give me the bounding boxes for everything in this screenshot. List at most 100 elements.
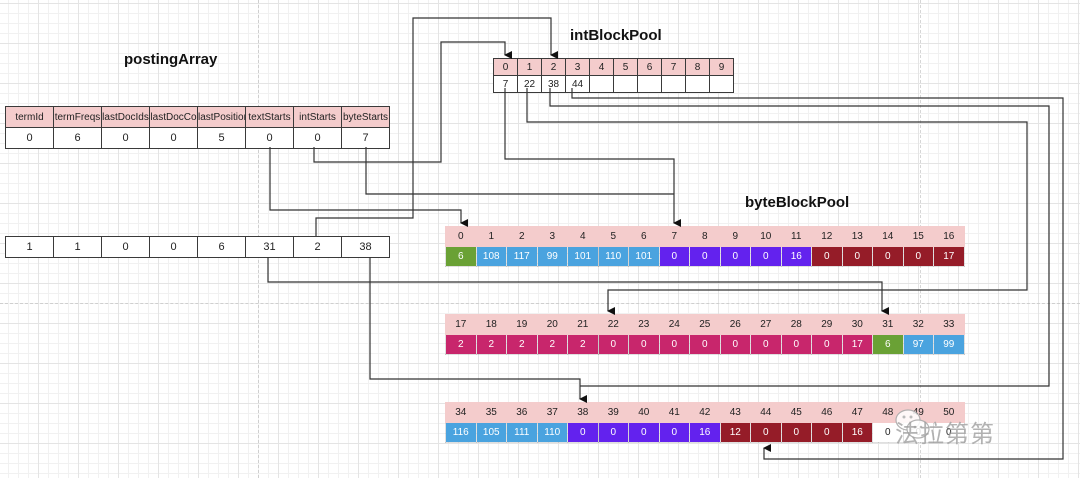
byte-value-cell: 0: [658, 246, 690, 267]
arrow-term1-intstarts-to-int2: [315, 17, 558, 236]
arrow-int3-to-byte44: [571, 88, 1064, 460]
byte-value-cell: 0: [811, 334, 843, 355]
cell-int-starts: 0: [293, 127, 342, 149]
byte-index-cell: 21: [567, 314, 599, 335]
int-block-pool-table: 0 1 2 3 4 5 6 7 8 9 7 22 38 44: [493, 58, 734, 93]
byte-value-cell: 0: [841, 246, 873, 267]
byte-value-cell: 17: [933, 246, 965, 267]
byte-value-cell: 108: [475, 246, 507, 267]
byte-value-cell: 16: [841, 422, 873, 443]
byte-value-cell: 0: [750, 422, 782, 443]
cell-text-starts: 0: [245, 127, 294, 149]
int-value-cell: 7: [493, 75, 518, 93]
page-break-horizontal: [0, 303, 1080, 304]
cell-term-id: 1: [5, 236, 54, 258]
byte-index-cell: 18: [475, 314, 507, 335]
byte-value-cell: 101: [567, 246, 599, 267]
int-block-pool-value-row: 7 22 38 44: [493, 75, 734, 93]
int-value-cell: [637, 75, 662, 93]
int-index-cell: 1: [517, 58, 542, 76]
cell-term-id: 0: [5, 127, 54, 149]
byte-value-cell: 110: [536, 422, 568, 443]
byte-value-cell: 0: [689, 334, 721, 355]
cell-last-doc-ids: 0: [101, 127, 150, 149]
header-cell-last-positions: lastPositior: [197, 106, 246, 128]
int-value-cell: [685, 75, 710, 93]
byte-value-cell: 0: [811, 422, 843, 443]
byte-index-cell: 39: [597, 402, 629, 423]
arrow-term1-textstarts-to-byte31: [267, 257, 889, 315]
int-index-cell: 0: [493, 58, 518, 76]
header-cell-last-doc-codes: lastDocCo: [149, 106, 198, 128]
arrow-term0-textstarts-to-byte0: [269, 147, 468, 227]
byte-value-cell: 2: [567, 334, 599, 355]
cell-text-starts: 31: [245, 236, 294, 258]
int-block-pool-index-row: 0 1 2 3 4 5 6 7 8 9: [493, 58, 734, 76]
byte-value-cell: 99: [536, 246, 568, 267]
byte-index-cell: 22: [597, 314, 629, 335]
byte-index-cell: 17: [445, 314, 477, 335]
byte-value-cell: 101: [628, 246, 660, 267]
byte-index-cell: 32: [902, 314, 934, 335]
byte-value-cell: 110: [597, 246, 629, 267]
int-index-cell: 7: [661, 58, 686, 76]
byte-value-cell: 99: [933, 334, 965, 355]
arrow-int1-to-byte22: [526, 88, 1028, 315]
byte-value-cell: 0: [872, 422, 904, 443]
cell-last-positions: 6: [197, 236, 246, 258]
cell-term-freqs: 1: [53, 236, 102, 258]
byte-value-cell: 6: [445, 246, 477, 267]
int-index-cell: 5: [613, 58, 638, 76]
cell-last-doc-codes: 0: [149, 127, 198, 149]
byte-index-cell: 5: [597, 226, 629, 247]
byte-index-cell: 0: [445, 226, 477, 247]
byte-index-cell: 40: [628, 402, 660, 423]
int-value-cell: [709, 75, 734, 93]
byte-value-cell: 12: [719, 422, 751, 443]
posting-array-term-1-table: 1 1 0 0 6 31 2 38: [5, 236, 390, 258]
byte-index-cell: 33: [933, 314, 965, 335]
byte-index-cell: 45: [780, 402, 812, 423]
posting-array-row-term-1: 1 1 0 0 6 31 2 38: [5, 236, 390, 258]
byte-value-cell: 0: [567, 422, 599, 443]
watermark-text: 法拉第第: [895, 420, 995, 448]
byte-index-cell: 12: [811, 226, 843, 247]
byte-index-cell: 25: [689, 314, 721, 335]
byte-value-cell: 0: [658, 334, 690, 355]
byte-value-cell: 0: [689, 246, 721, 267]
byte-index-cell: 23: [628, 314, 660, 335]
byte-value-cell: 17: [841, 334, 873, 355]
byte-value-cell: 0: [811, 246, 843, 267]
byte-block-pool-title: byteBlockPool: [745, 194, 850, 211]
byte-index-cell: 19: [506, 314, 538, 335]
cell-term-freqs: 6: [53, 127, 102, 149]
byte-value-cell: 0: [902, 246, 934, 267]
posting-array-table: termId termFreqs lastDocIds lastDocCo la…: [5, 106, 390, 149]
byte-value-cell: 0: [658, 422, 690, 443]
posting-array-header-row: termId termFreqs lastDocIds lastDocCo la…: [5, 106, 390, 128]
byte-index-cell: 11: [780, 226, 812, 247]
byte-index-cell: 28: [780, 314, 812, 335]
arrow-int2-to-byte38: [549, 88, 1050, 387]
byte-value-cell: 0: [597, 334, 629, 355]
byte-value-cell: 0: [719, 334, 751, 355]
byte-index-cell: 1: [475, 226, 507, 247]
arrow-term1-bytestarts-to-byte38: [369, 257, 587, 403]
byte-value-cell: 111: [506, 422, 538, 443]
header-cell-int-starts: intStarts: [293, 106, 342, 128]
byte-value-cell: 2: [475, 334, 507, 355]
byte-index-cell: 9: [719, 226, 751, 247]
byte-value-cell: 2: [536, 334, 568, 355]
int-block-pool-title: intBlockPool: [570, 27, 662, 44]
byte-block-pool-value-row: 1161051111100000161200016000: [445, 422, 965, 443]
wechat-icon: [895, 409, 930, 439]
byte-value-cell: 16: [780, 246, 812, 267]
arrow-term0-intstarts-to-int0: [313, 41, 512, 163]
byte-index-cell: 2: [506, 226, 538, 247]
